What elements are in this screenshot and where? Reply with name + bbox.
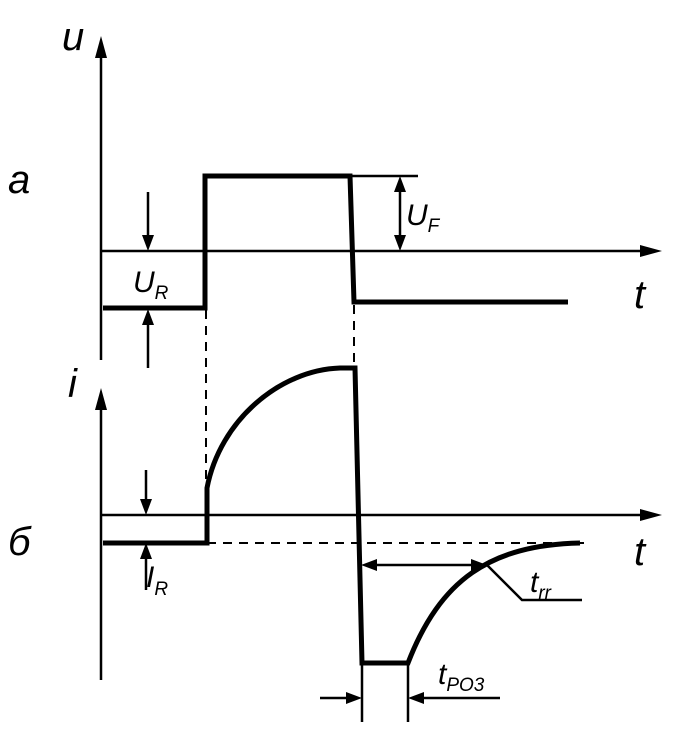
- voltage-y-axis-label: u: [62, 15, 84, 59]
- tpo3-left-arrowhead: [346, 692, 362, 704]
- tpo3-label: tPO3: [438, 658, 485, 696]
- panel-b-label: б: [8, 520, 32, 564]
- voltage-panel: u t а UF UR: [8, 15, 662, 368]
- voltage-waveform: [103, 173, 568, 311]
- voltage-y-axis-arrowhead: [95, 36, 107, 58]
- trr-leader-line: [486, 564, 582, 602]
- current-time-axis-label: t: [634, 530, 647, 574]
- trr-label: trr: [530, 566, 552, 604]
- ir-lower-arrowhead: [140, 543, 152, 559]
- uf-arrowhead-up: [394, 176, 406, 192]
- panel-a-label: а: [8, 158, 30, 202]
- ur-lower-arrowhead: [142, 309, 154, 325]
- current-panel: i t б IR trr tPO3: [8, 362, 662, 722]
- trr-left-arrowhead: [361, 559, 377, 571]
- trr-right-arrowhead: [471, 559, 487, 571]
- current-y-axis-arrowhead: [95, 388, 107, 410]
- current-time-axis-arrowhead: [640, 509, 662, 521]
- uf-arrowhead-down: [394, 235, 406, 251]
- uf-label: UF: [406, 199, 441, 237]
- current-y-axis-label: i: [68, 362, 78, 406]
- voltage-time-axis-arrowhead: [640, 245, 662, 257]
- tpo3-right-arrowhead: [408, 692, 424, 704]
- ir-label: IR: [146, 561, 168, 600]
- voltage-time-axis-label: t: [634, 273, 647, 317]
- ur-upper-arrowhead: [142, 235, 154, 251]
- current-waveform: [103, 365, 581, 666]
- ir-upper-arrowhead: [140, 499, 152, 515]
- ur-label: UR: [133, 266, 169, 304]
